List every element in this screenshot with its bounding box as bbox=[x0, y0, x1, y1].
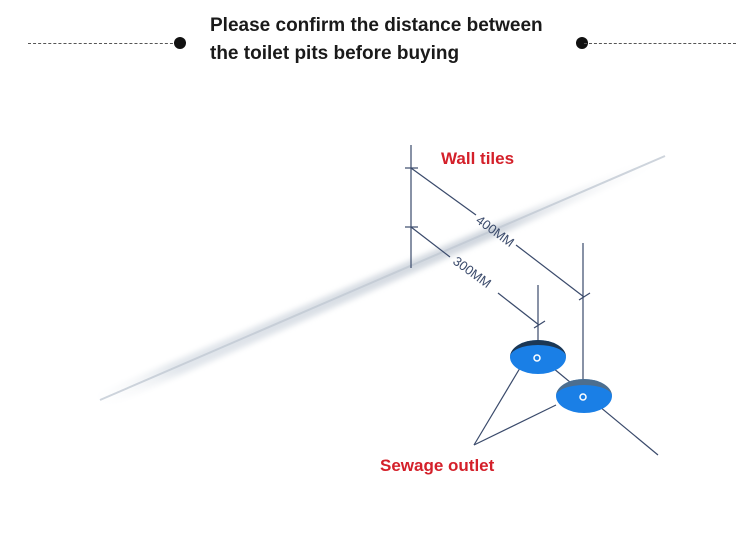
sewage-outlet-2 bbox=[556, 379, 612, 413]
sewage-outlet-1 bbox=[510, 340, 566, 374]
divider-right bbox=[584, 43, 736, 44]
bullet-dot-left bbox=[174, 37, 186, 49]
wall-tiles-label: Wall tiles bbox=[441, 149, 514, 168]
page-title: Please confirm the distance between the … bbox=[210, 12, 570, 68]
wall-floor-edge bbox=[95, 152, 670, 410]
dimension-300-label: 300MM bbox=[450, 253, 494, 291]
bullet-dot-right bbox=[576, 37, 588, 49]
outlet-pointer-lines bbox=[473, 367, 557, 446]
divider-left bbox=[28, 43, 178, 44]
dimension-300 bbox=[410, 226, 546, 329]
drain-hole-icon bbox=[579, 393, 587, 401]
title-line-2: the toilet pits before buying bbox=[210, 43, 460, 64]
title-line-1: Please confirm the distance between bbox=[210, 15, 543, 36]
dimension-400 bbox=[410, 167, 591, 301]
header: Please confirm the distance between the … bbox=[0, 0, 750, 90]
floor-axis-line bbox=[552, 367, 659, 456]
sewage-outlet-label: Sewage outlet bbox=[380, 456, 495, 475]
drain-hole-icon bbox=[533, 354, 541, 362]
wall-reference-line bbox=[405, 145, 418, 268]
